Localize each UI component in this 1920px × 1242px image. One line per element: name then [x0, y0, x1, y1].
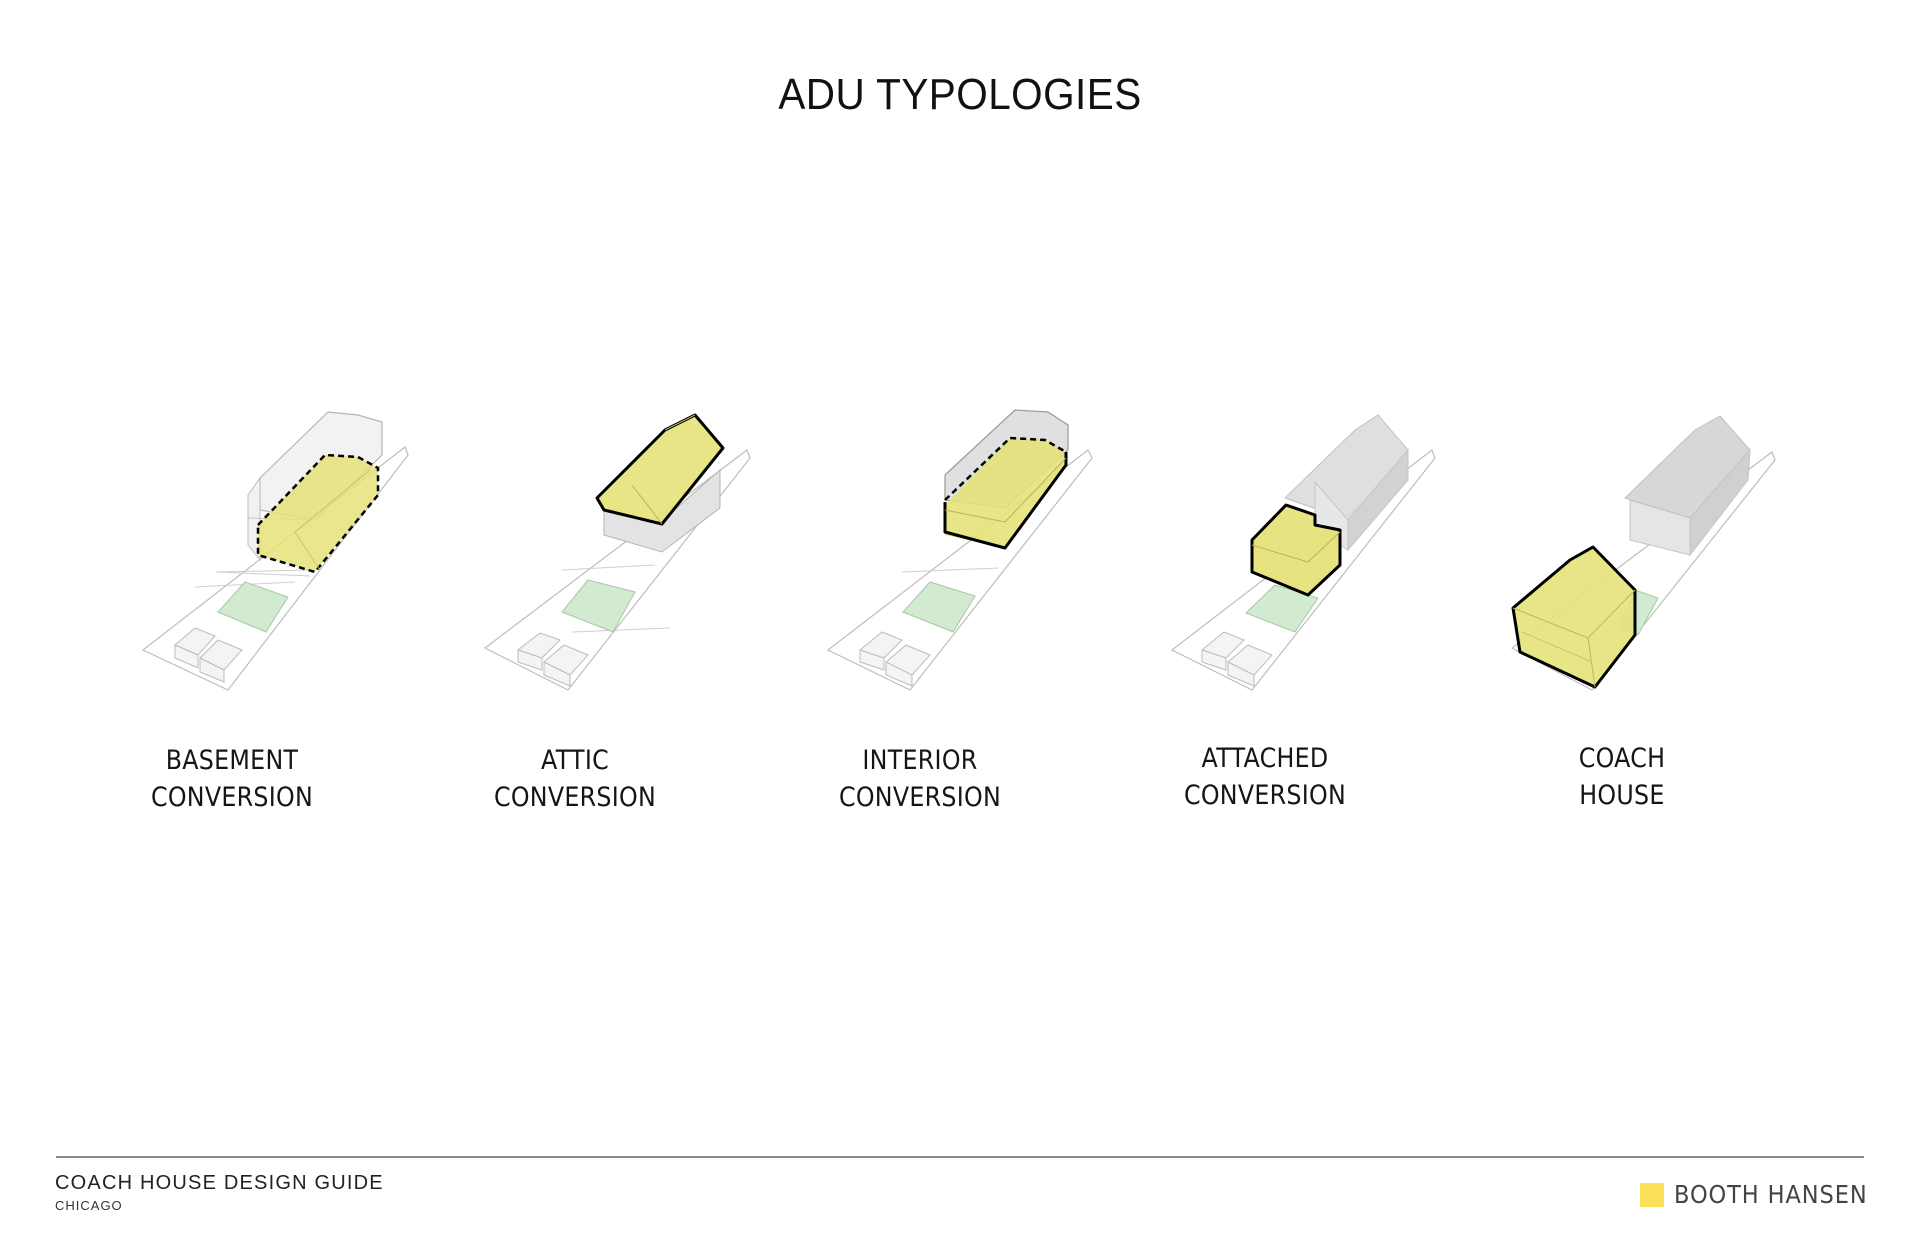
diagram-basement-conversion — [120, 400, 420, 730]
coach-house-axonometric-illustration — [1510, 415, 1776, 691]
footer-subtitle: CHICAGO — [55, 1198, 123, 1213]
page-title: ADU TYPOLOGIES — [778, 70, 1142, 119]
diagram-interior-conversion — [820, 400, 1120, 730]
label-line-1: BASEMENT — [165, 745, 299, 776]
footer-divider — [56, 1156, 1864, 1158]
attached-axonometric-illustration — [1170, 414, 1436, 691]
attic-axonometric-illustration — [483, 413, 751, 691]
label-attached-conversion: ATTACHED CONVERSION — [1142, 740, 1388, 814]
label-line-1: ATTIC — [541, 745, 609, 776]
label-line-1: INTERIOR — [862, 745, 978, 776]
label-line-2: CONVERSION — [493, 782, 657, 813]
diagram-attached-conversion — [1170, 400, 1470, 730]
brand-logo: BOOTH HANSEN — [1640, 1180, 1889, 1209]
label-line-2: HOUSE — [1579, 780, 1665, 811]
footer-title: COACH HOUSE DESIGN GUIDE — [55, 1172, 384, 1194]
label-line-2: CONVERSION — [838, 782, 1002, 813]
label-line-1: COACH — [1578, 743, 1666, 774]
label-basement-conversion: BASEMENT CONVERSION — [109, 742, 355, 816]
diagram-coach-house — [1510, 400, 1810, 730]
diagram-attic-conversion — [480, 400, 780, 730]
brand-name: BOOTH HANSEN — [1674, 1180, 1868, 1209]
basement-axonometric-illustration — [141, 411, 409, 691]
label-interior-conversion: INTERIOR CONVERSION — [797, 742, 1043, 816]
label-line-2: CONVERSION — [150, 782, 314, 813]
label-line-2: CONVERSION — [1183, 780, 1347, 811]
interior-axonometric-illustration — [826, 409, 1093, 691]
brand-square-icon — [1640, 1182, 1664, 1207]
label-coach-house: COACH HOUSE — [1499, 740, 1745, 814]
label-attic-conversion: ATTIC CONVERSION — [452, 742, 698, 816]
label-line-1: ATTACHED — [1201, 743, 1329, 774]
